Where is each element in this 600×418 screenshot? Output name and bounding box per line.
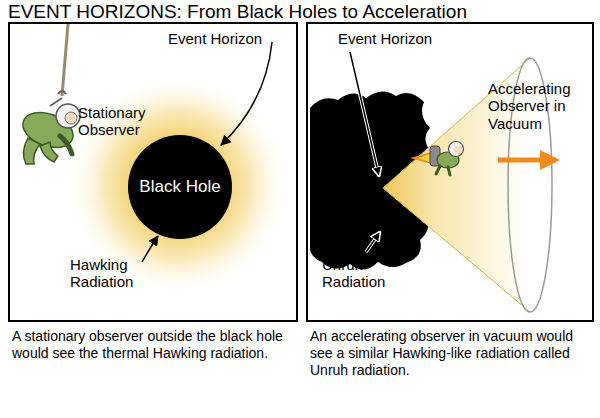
radiation-label: Unruh Radiation xyxy=(322,256,398,291)
leader-line xyxy=(221,42,272,145)
leader-line xyxy=(142,236,158,262)
panel: A stationary observer outside the black … xyxy=(8,22,298,322)
accelerating-observer xyxy=(410,142,464,176)
leader-line xyxy=(350,52,379,176)
radiation-label: Hawking Radiation xyxy=(70,256,150,291)
observer-label: Stationary Observer xyxy=(78,104,164,139)
stationary-observer xyxy=(18,24,80,164)
observer-label: Accelerating Observer in Vacuum xyxy=(488,80,590,132)
black-hole-circle: Black Hole xyxy=(128,135,232,239)
acceleration-arrow xyxy=(498,158,556,163)
caption: A stationary observer outside the black … xyxy=(12,328,298,362)
caption: An accelerating observer in vacuum would… xyxy=(310,328,594,378)
horizon-label: Event Horizon xyxy=(168,30,280,47)
hawking-glow xyxy=(10,24,296,320)
title: EVENT HORIZONS: From Black Holes to Acce… xyxy=(8,1,467,23)
horizon-label: Event Horizon xyxy=(338,30,450,47)
leader-line xyxy=(366,232,380,252)
node-label: Black Hole xyxy=(139,177,220,197)
